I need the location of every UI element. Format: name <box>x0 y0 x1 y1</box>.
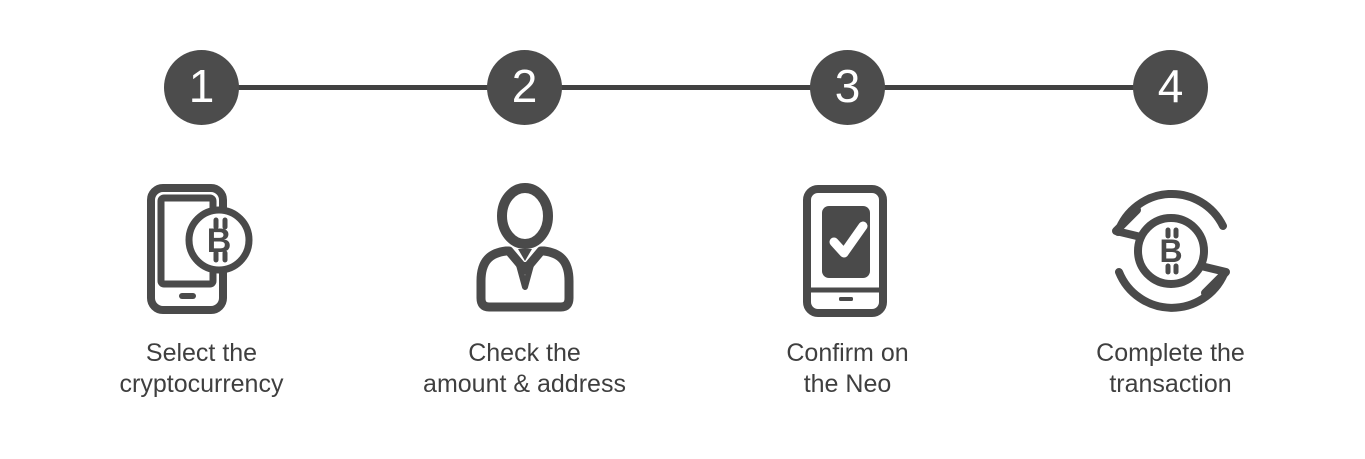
home-button-mark <box>178 293 196 299</box>
step-4-label-line2: transaction <box>1109 370 1232 398</box>
steps-row: 1 B Select the cryptocurrency <box>40 0 1332 400</box>
step-3: 3 Confirm on the Neo <box>686 50 1009 400</box>
step-2-label-line1: Check the <box>468 339 581 367</box>
device-brand-mark <box>838 296 853 301</box>
step-1-number: 1 <box>188 59 215 112</box>
bitcoin-refresh-icon: B <box>1101 177 1241 322</box>
step-3-label-line1: Confirm on <box>786 339 909 367</box>
hardware-wallet-check-icon-svg <box>802 184 887 317</box>
step-3-label: Confirm on the Neo <box>786 338 908 400</box>
step-1: 1 B Select the cryptocurrency <box>40 50 363 400</box>
checkmark-glyph <box>829 221 867 257</box>
refresh-arrowhead-bottom <box>1196 262 1230 297</box>
step-4-label: Complete the transaction <box>1096 338 1245 400</box>
step-2-circle: 2 <box>487 50 562 125</box>
step-2-label-line2: amount & address <box>423 370 626 398</box>
step-2: 2 Check the amount & address <box>363 50 686 400</box>
businessman-icon <box>470 177 580 322</box>
step-4-number: 4 <box>1157 59 1184 112</box>
step-1-label-line1: Select the <box>145 339 258 367</box>
step-1-label: Select the cryptocurrency <box>120 338 284 400</box>
tie-knot <box>517 248 532 261</box>
phone-bitcoin-icon: B <box>137 177 267 322</box>
step-4: 4 B Complete the transaction <box>1009 50 1332 400</box>
bitcoin-refresh-icon-svg: B <box>1111 190 1230 312</box>
step-3-number: 3 <box>834 59 861 112</box>
tie-body <box>515 261 534 290</box>
step-3-label-line2: the Neo <box>803 370 892 398</box>
step-4-circle: 4 <box>1133 50 1208 125</box>
bitcoin-letter: B <box>206 222 231 260</box>
step-2-number: 2 <box>511 59 538 112</box>
bitcoin-badge-circle <box>185 206 252 274</box>
businessman-icon-svg <box>476 182 573 311</box>
step-1-label-line2: cryptocurrency <box>119 370 284 398</box>
step-4-label-line1: Complete the <box>1096 339 1245 367</box>
bitcoin-letter: B <box>1159 233 1182 269</box>
step-2-label: Check the amount & address <box>423 338 626 400</box>
step-1-circle: 1 <box>164 50 239 125</box>
connector-line <box>201 85 1170 90</box>
step-3-circle: 3 <box>810 50 885 125</box>
hardware-wallet-check-icon <box>793 177 903 322</box>
device-screen <box>821 205 870 278</box>
refresh-arrowhead-top <box>1111 206 1145 241</box>
phone-bitcoin-icon-svg: B <box>146 184 252 314</box>
